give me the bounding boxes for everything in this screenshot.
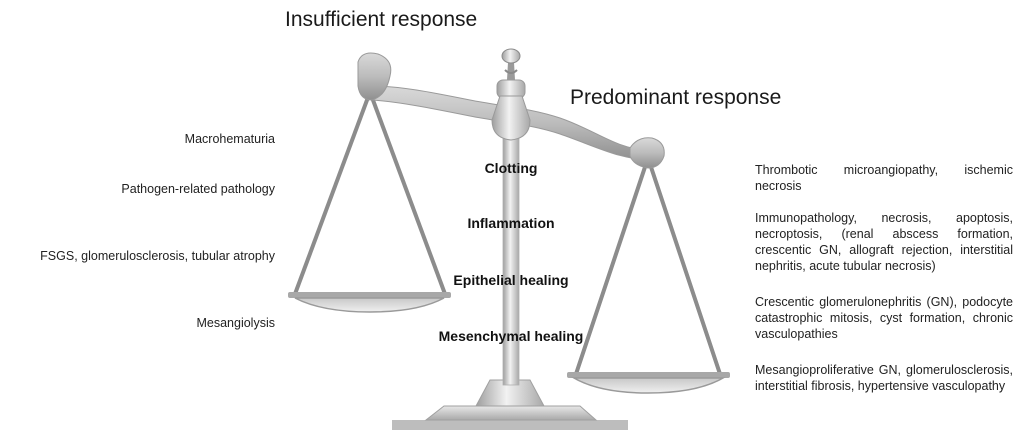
scale-base [392, 379, 628, 430]
scale-pivot [491, 48, 531, 141]
insufficient-item: Macrohematuria [184, 132, 275, 146]
insufficient-item: Mesangiolysis [196, 316, 275, 330]
right-pan-hanger [574, 157, 722, 375]
left-pan-hanger [293, 91, 447, 295]
left-pan [288, 292, 451, 313]
predominant-item: Thrombotic microangiopathy, ischemic nec… [755, 163, 1013, 193]
predominant-item: Crescentic glomerulonephritis (GN), podo… [755, 295, 1013, 341]
insufficient-item: Pathogen-related pathology [121, 182, 275, 196]
stage-inflammation: Inflammation [467, 215, 555, 231]
stage-clotting: Clotting [484, 160, 538, 176]
insufficient-response-heading: Insufficient response [285, 8, 478, 31]
predominant-response-heading: Predominant response [570, 86, 782, 109]
stage-epithelial-healing: Epithelial healing [453, 272, 569, 288]
predominant-item: Mesangioproliferative GN, glomeruloscler… [755, 363, 1013, 393]
stage-mesenchymal-healing: Mesenchymal healing [438, 328, 584, 344]
predominant-item: Immunopathology, necrosis, apoptosis, ne… [755, 211, 1013, 273]
right-pan [567, 372, 730, 394]
insufficient-item: FSGS, glomerulosclerosis, tubular atroph… [40, 249, 275, 263]
